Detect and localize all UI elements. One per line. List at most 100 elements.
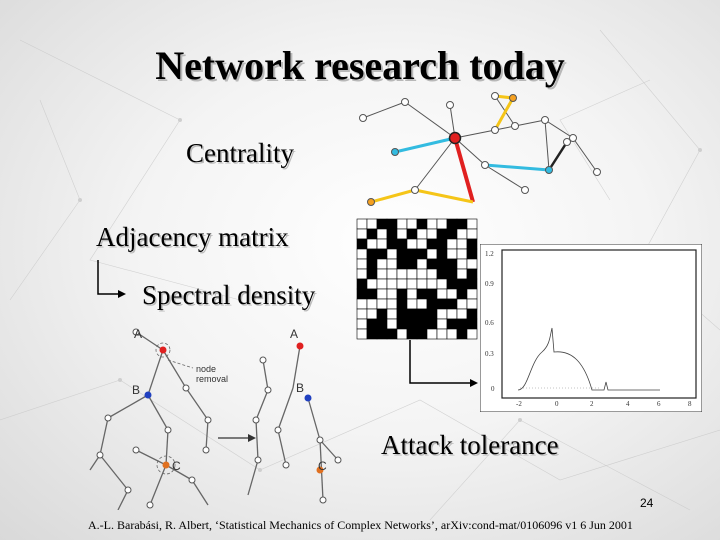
matrix-cell [456,278,468,290]
slide-number: 24 [640,496,654,510]
matrix-cell [426,228,438,240]
matrix-cell [446,218,458,230]
matrix-cell [366,288,378,300]
matrix-cell [426,258,438,270]
matrix-cell [426,298,438,310]
centrality-network-figure [359,92,601,206]
node-a-label: A [134,327,142,341]
matrix-cell [426,268,438,280]
matrix-cell [406,288,418,300]
matrix-cell [416,248,428,260]
matrix-cell [396,248,408,260]
matrix-cell [386,218,398,230]
matrix-cell [366,218,378,230]
matrix-cell [426,308,438,320]
matrix-cell [396,238,408,250]
matrix-cell [456,238,468,250]
matrix-cell [406,278,418,290]
y-tick-label: 1.2 [485,250,494,258]
matrix-cell [366,278,378,290]
annotation-node: node [196,364,216,374]
y-tick-label: 0.9 [485,280,494,288]
matrix-cell [416,318,428,330]
matrix-cell [376,258,388,270]
matrix-cell [376,268,388,280]
matrix-cell [436,228,448,240]
matrix-cell [396,288,408,300]
matrix-cell [396,328,408,340]
matrix-cell [456,288,468,300]
matrix-cell [416,288,428,300]
label-centrality: Centrality [186,138,294,168]
matrix-cell [376,298,388,310]
y-tick-label: 0.6 [485,319,494,327]
matrix-cell [396,308,408,320]
matrix-cell [436,328,448,340]
matrix-cell [416,328,428,340]
matrix-cell [356,278,368,290]
matrix-cell [356,218,368,230]
matrix-cell [426,328,438,340]
matrix-cell [356,268,368,280]
label-spectral-density: Spectral density [142,280,316,310]
matrix-cell [406,258,418,270]
matrix-cell [426,288,438,300]
matrix-cell [446,288,458,300]
matrix-cell [456,228,468,240]
matrix-cell [406,328,418,340]
matrix-cell [456,268,468,280]
matrix-cell [436,288,448,300]
matrix-cell [356,248,368,260]
slide-title: Network research today [155,43,565,88]
node-a-label: A [290,327,298,341]
matrix-cell [416,258,428,270]
matrix-cell [456,298,468,310]
matrix-cell [356,308,368,320]
matrix-cell [376,218,388,230]
y-tick-label: 0.3 [485,350,494,358]
matrix-cell [406,308,418,320]
matrix-cell [446,258,458,270]
node-b-marker [144,391,152,399]
matrix-cell [426,318,438,330]
matrix-cell [366,318,378,330]
matrix-cell [456,328,468,340]
matrix-cell [396,318,408,330]
matrix-cell [466,228,478,240]
matrix-cell [446,318,458,330]
matrix-cell [466,258,478,270]
matrix-cell [466,328,478,340]
annotation-removal: removal [196,374,228,384]
matrix-cell [386,238,398,250]
matrix-cell [386,228,398,240]
x-tick-label: 0 [555,400,559,408]
matrix-cell [436,278,448,290]
node-c-label: C [172,459,181,473]
matrix-cell [376,228,388,240]
matrix-cell [406,318,418,330]
matrix-cell [386,298,398,310]
matrix-cell [466,288,478,300]
matrix-cell [446,298,458,310]
matrix-cell [426,278,438,290]
matrix-cell [426,248,438,260]
node-a-marker [159,346,167,354]
matrix-cell [376,248,388,260]
matrix-cell [456,318,468,330]
matrix-cell [356,238,368,250]
matrix-cell [436,308,448,320]
matrix-cell [436,238,448,250]
node-c-marker [162,461,170,469]
matrix-cell [466,298,478,310]
attack-tolerance-figure: A B C A B C node removal [89,327,342,510]
matrix-cell [416,238,428,250]
matrix-cell [446,228,458,240]
node-b-label: B [132,383,140,397]
matrix-cell [406,218,418,230]
matrix-cell [386,248,398,260]
matrix-cell [416,308,428,320]
matrix-cell [376,238,388,250]
node-c-label: C [318,459,327,473]
matrix-cell [446,328,458,340]
